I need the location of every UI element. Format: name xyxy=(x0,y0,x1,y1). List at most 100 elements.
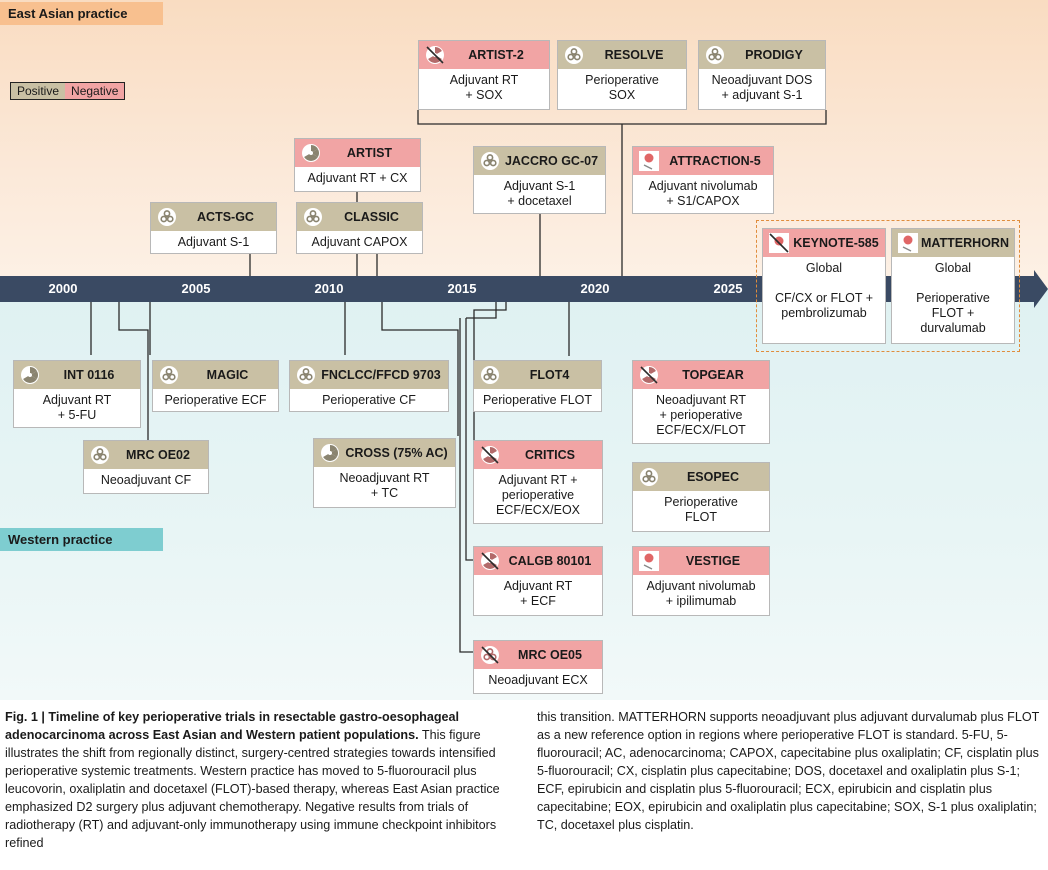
year-2015: 2015 xyxy=(447,281,477,296)
caption-right-column: this transition. MATTERHORN supports neo… xyxy=(537,710,1040,832)
trial-name: INT 0116 xyxy=(63,368,115,382)
trial-header: MATTERHORN xyxy=(892,229,1014,257)
trial-header: TOPGEAR xyxy=(633,361,769,389)
trial-name: MATTERHORN xyxy=(921,236,1009,250)
trial-name: RESOLVE xyxy=(604,48,664,62)
trial-description: Adjuvant CAPOX xyxy=(311,235,408,249)
trial-card-critics: CRITICS Adjuvant RT + perioperative ECF/E… xyxy=(473,440,603,524)
recent-trials-highlight xyxy=(756,220,1020,352)
trial-header: VESTIGE xyxy=(633,547,769,575)
trial-name: ESOPEC xyxy=(686,470,740,484)
syringe-icon xyxy=(639,551,659,571)
trial-name: ACTS-GC xyxy=(197,210,254,224)
trial-name: CRITICS xyxy=(525,448,575,462)
trial-description: Adjuvant nivolumab + ipilimumab xyxy=(646,579,756,608)
trial-header: ESOPEC xyxy=(633,463,769,491)
trial-name: CROSS (75% AC) xyxy=(345,446,448,460)
trial-header: KEYNOTE-585 xyxy=(763,229,885,257)
biohazard-icon xyxy=(564,45,584,65)
trial-name: FLOT4 xyxy=(529,368,570,382)
year-2000: 2000 xyxy=(48,281,78,296)
trial-name: MAGIC xyxy=(206,368,249,382)
trial-card-prodigy: PRODIGY Neoadjuvant DOS + adjuvant S-1 xyxy=(698,40,826,110)
biohazard-icon xyxy=(480,365,500,385)
legend-negative: Negative xyxy=(65,83,125,99)
trial-description: Adjuvant RT + perioperative ECF/ECX/EOX xyxy=(495,473,581,517)
radiation-struck-icon xyxy=(639,365,659,385)
western-practice-label: Western practice xyxy=(0,528,163,551)
timeline-figure: East Asian practice Western practice Pos… xyxy=(0,0,1048,700)
trial-header: PRODIGY xyxy=(699,41,825,69)
year-2025: 2025 xyxy=(713,281,743,296)
trial-header: ACTS-GC xyxy=(151,203,276,231)
trial-card-topgear: TOPGEAR Neoadjuvant RT + perioperative EC… xyxy=(632,360,770,444)
connector-calgb xyxy=(465,302,497,561)
biohazard-icon xyxy=(90,445,110,465)
trial-header: ARTIST-2 xyxy=(419,41,549,69)
trial-header: ATTRACTION-5 xyxy=(633,147,773,175)
trial-description: Adjuvant nivolumab + S1/CAPOX xyxy=(648,179,758,208)
trial-description: Adjuvant RT + 5-FU xyxy=(42,393,112,422)
caption-left-column: Fig. 1 | Timeline of key perioperative t… xyxy=(5,708,520,852)
trial-name: PRODIGY xyxy=(745,48,803,62)
radiation-icon xyxy=(320,443,340,463)
caption-text-left: This figure illustrates the shift from r… xyxy=(5,728,500,850)
biohazard-icon xyxy=(296,365,316,385)
radiation-struck-icon xyxy=(425,45,445,65)
trial-name: VESTIGE xyxy=(685,554,741,568)
trial-description: Adjuvant RT + ECF xyxy=(503,579,573,608)
biohazard-icon xyxy=(639,467,659,487)
trial-description: Adjuvant S-1 + docetaxel xyxy=(503,179,576,208)
biohazard-icon xyxy=(159,365,179,385)
trial-name: CALGB 80101 xyxy=(508,554,592,568)
biohazard-struck-icon xyxy=(480,645,500,665)
trial-header: FNCLCC/FFCD 9703 xyxy=(290,361,448,389)
trial-description: Perioperative ECF xyxy=(164,393,267,407)
east-asian-practice-label: East Asian practice xyxy=(0,2,163,25)
legend-positive: Positive xyxy=(11,83,66,99)
trial-header: MAGIC xyxy=(153,361,278,389)
trial-description: Perioperative SOX xyxy=(585,73,659,102)
trial-header: JACCRO GC-07 xyxy=(474,147,605,175)
trial-card-cross: CROSS (75% AC)Neoadjuvant RT + TC xyxy=(313,438,456,508)
connector-mrcoe05 xyxy=(459,318,474,653)
trial-header: RESOLVE xyxy=(558,41,686,69)
biohazard-icon xyxy=(157,207,177,227)
trial-name: JACCRO GC-07 xyxy=(504,154,599,168)
trial-header: FLOT4 xyxy=(474,361,601,389)
radiation-icon xyxy=(20,365,40,385)
trial-description: Neoadjuvant ECX xyxy=(488,673,588,687)
legend: Positive Negative xyxy=(10,82,126,100)
trial-card-vestige: VESTIGE Adjuvant nivolumab + ipilimumab xyxy=(632,546,770,616)
figure-title: Timeline of key perioperative trials in … xyxy=(5,710,460,742)
trial-name: ARTIST xyxy=(346,146,393,160)
syringe-struck-icon xyxy=(769,233,789,253)
trial-description: Neoadjuvant DOS + adjuvant S-1 xyxy=(711,73,813,102)
east-bracket xyxy=(417,110,827,125)
trial-card-esopec: ESOPEC Perioperative FLOT xyxy=(632,462,770,532)
biohazard-icon xyxy=(303,207,323,227)
year-2005: 2005 xyxy=(181,281,211,296)
radiation-struck-icon xyxy=(480,445,500,465)
trial-description: Neoadjuvant RT + perioperative ECF/ECX/F… xyxy=(655,393,747,437)
connector-mrcoe02 xyxy=(118,302,149,440)
trial-description: Adjuvant RT + SOX xyxy=(449,73,519,102)
biohazard-icon xyxy=(480,151,500,171)
trial-header: CALGB 80101 xyxy=(474,547,602,575)
year-2020: 2020 xyxy=(580,281,610,296)
trial-description: Adjuvant S-1 xyxy=(177,235,250,249)
trial-description: Perioperative FLOT xyxy=(482,393,593,407)
trial-header: CLASSIC xyxy=(297,203,422,231)
trial-card-magic: MAGIC Perioperative ECF xyxy=(152,360,279,412)
trial-description: Perioperative FLOT xyxy=(664,495,738,524)
